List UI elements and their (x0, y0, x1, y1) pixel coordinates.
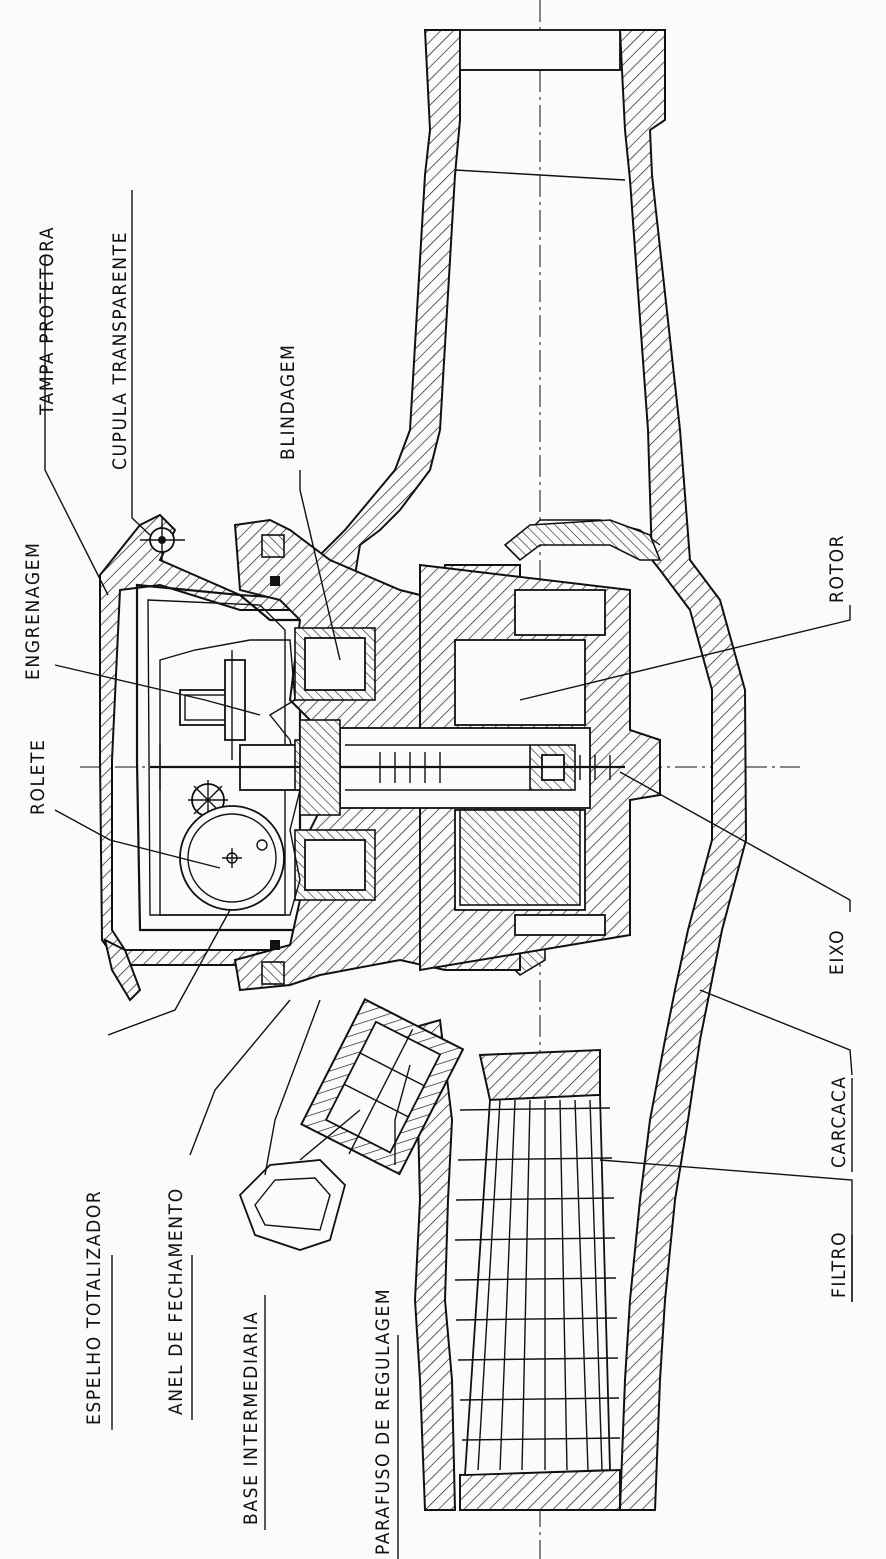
leader-lines (44, 190, 853, 1302)
label-carcaca: CARCACA (828, 1075, 850, 1168)
label-base-intermediaria: BASE INTERMEDIARIA (240, 1311, 262, 1525)
label-filtro: FILTRO (828, 1231, 850, 1298)
label-eixo: EIXO (826, 929, 848, 975)
filter-rings (454, 1107, 621, 1441)
label-engrenagem: ENGRENAGEM (22, 542, 44, 680)
label-rolete: ROLETE (27, 739, 49, 815)
shaft-threads (379, 752, 611, 783)
label-rotor: ROTOR (826, 534, 848, 603)
label-cupula-transparente: CUPULA TRANSPARENTE (109, 231, 131, 470)
label-anel-de-fechamento: ANEL DE FECHAMENTO (165, 1187, 187, 1415)
label-underlines (111, 1078, 853, 1559)
filter-filtro (454, 1048, 621, 1511)
label-blindagem: BLINDAGEM (277, 344, 299, 460)
upper-body-and-shielding (233, 518, 521, 992)
rotor-and-shaft (299, 563, 661, 972)
label-tampa-protetora: TAMPA PROTETORA (36, 226, 58, 416)
part-labels: TAMPA PROTETORA CUPULA TRANSPARENTE ENGR… (22, 226, 850, 1555)
adjustment-screw (238, 998, 465, 1251)
label-espelho-totalizador: ESPELHO TOTALIZADOR (83, 1190, 105, 1425)
label-parafuso-de-regulagem: PARAFUSO DE REGULAGEM (372, 1288, 394, 1555)
filter-ribs (477, 1099, 603, 1471)
